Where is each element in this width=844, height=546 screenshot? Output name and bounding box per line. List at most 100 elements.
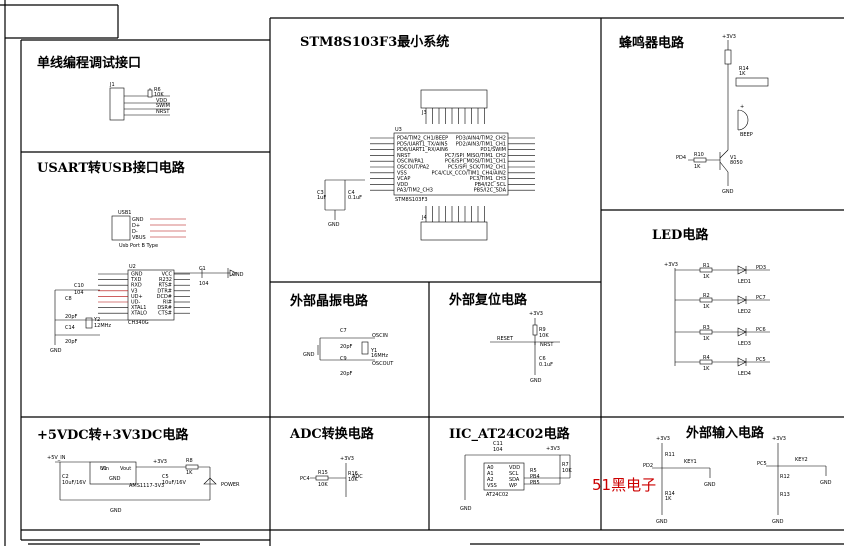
usart-circuit: USB1 GND D+ D- VBUS Usb Port B Type U2 C… [50, 210, 244, 354]
resistor-value: 1K [703, 274, 710, 280]
crystal-circuit: C7 20pF C9 20pF Y1 16MHz OSCIN OSCOUT GN… [303, 328, 394, 377]
svg-text:R5: R5 [530, 468, 537, 474]
resistor-value: 1K [703, 336, 710, 342]
svg-text:PC5: PC5 [757, 461, 767, 467]
svg-text:R14: R14 [665, 491, 675, 497]
svg-text:GND: GND [722, 189, 734, 195]
svg-text:Vout: Vout [120, 466, 131, 472]
svg-text:R9: R9 [539, 327, 546, 333]
pin-label: PC3/TIM1_CH3 [470, 176, 506, 182]
led-label: LED1 [738, 279, 751, 285]
svg-text:A0: A0 [487, 465, 494, 471]
svg-text:VBUS: VBUS [132, 235, 146, 241]
svg-text:10K: 10K [539, 333, 549, 339]
pin-label: PC7/SPI_MISO/TIM1_CH2 [445, 153, 506, 159]
led-icon [737, 295, 747, 305]
svg-text:CH340G: CH340G [128, 320, 149, 326]
svg-text:R14: R14 [739, 66, 749, 72]
svg-text:10K: 10K [562, 468, 572, 474]
single-wire-circuit: J1 R6 10K VDD SWIM NRST [109, 82, 170, 121]
svg-text:R6: R6 [154, 87, 161, 93]
led-icon [737, 327, 747, 337]
svg-text:10K: 10K [318, 482, 328, 488]
svg-text:0.1uF: 0.1uF [539, 362, 553, 368]
svg-text:16MHz: 16MHz [371, 353, 388, 359]
svg-text:V1: V1 [730, 155, 737, 161]
svg-text:NRST: NRST [156, 109, 170, 115]
svg-text:1uF: 1uF [317, 195, 326, 201]
svg-text:AMS1117-3V3: AMS1117-3V3 [129, 483, 164, 489]
pin-label: PD2/AIN3/TIM1_CH1 [456, 141, 506, 147]
svg-text:GND: GND [460, 506, 472, 512]
pin-label: PC5/SPI_SCK/TIM2_CH1 [448, 165, 506, 171]
pin-label: RI# [163, 300, 172, 306]
title-power: +5VDC转+3V3DC电路 [37, 427, 189, 443]
title-adc: ADC转换电路 [289, 426, 375, 442]
svg-text:C7: C7 [340, 328, 347, 334]
svg-text:8050: 8050 [730, 160, 743, 166]
svg-text:POWER: POWER [221, 482, 240, 488]
svg-text:WP: WP [509, 483, 517, 489]
svg-text:C4: C4 [348, 190, 355, 196]
pin-label: CTS# [158, 311, 172, 317]
pin-label: TXD [130, 277, 141, 283]
svg-text:Y1: Y1 [370, 348, 377, 354]
svg-text:+3V3: +3V3 [529, 311, 543, 317]
resistor [699, 297, 713, 303]
title-led: LED电路 [652, 227, 709, 243]
iic-circuit: C11 104 +3V3 A0 A1 A2 VSS VDD SCL SDA WP… [460, 441, 572, 512]
svg-text:C11: C11 [493, 441, 503, 447]
svg-text:VDD: VDD [156, 98, 167, 104]
pin-label: PD1/SWIM [480, 147, 506, 153]
svg-text:PB4: PB4 [530, 474, 540, 480]
resistor-label: R1 [703, 263, 710, 269]
svg-text:1K: 1K [665, 496, 672, 502]
svg-text:+3V3: +3V3 [664, 262, 678, 268]
pin-label: VSS [397, 170, 407, 176]
svg-text:R16: R16 [348, 471, 358, 477]
pin-label: PD6/UART1_RX/AIN6 [397, 147, 448, 153]
title-reset: 外部复位电路 [448, 292, 528, 308]
svg-text:C10: C10 [74, 283, 84, 289]
svg-text:+3V3: +3V3 [546, 446, 560, 452]
svg-text:Vin: Vin [101, 466, 109, 472]
pin-label: PA3/TIM2_CH3 [397, 188, 433, 194]
svg-text:KEY1: KEY1 [684, 459, 697, 465]
svg-text:C8: C8 [65, 296, 72, 302]
pin-label: V3 [131, 288, 138, 294]
svg-text:C1: C1 [199, 266, 206, 272]
pin-label: PD4/TIM2_CH1/BEEP [397, 136, 448, 142]
svg-text:12MHz: 12MHz [94, 323, 111, 329]
svg-text:U2: U2 [129, 264, 136, 270]
pin-label: PC6/SPI_MOSI/TIM1_CH1 [445, 159, 506, 165]
svg-text:NRST: NRST [540, 342, 554, 348]
svg-text:SCL: SCL [509, 471, 519, 477]
net-label: PD3 [756, 265, 766, 271]
svg-text:PB5: PB5 [530, 480, 540, 486]
svg-text:+3V3: +3V3 [722, 34, 736, 40]
led-icon [737, 265, 747, 275]
svg-text:SWIM: SWIM [156, 103, 170, 109]
svg-text:GND: GND [110, 508, 122, 514]
pin-label: XTAL1 [131, 305, 146, 311]
svg-text:GND: GND [656, 519, 668, 525]
svg-text:20pF: 20pF [65, 339, 78, 345]
pin-label: UD- [131, 300, 141, 306]
net-label: PC7 [756, 295, 766, 301]
svg-text:+5V_IN: +5V_IN [47, 455, 66, 461]
led-icon [737, 357, 747, 367]
svg-text:GND: GND [328, 222, 340, 228]
svg-text:1K: 1K [694, 164, 701, 170]
pin-label: VCC [162, 272, 173, 278]
svg-text:OSCIN: OSCIN [372, 333, 388, 339]
svg-text:PC4: PC4 [300, 476, 310, 482]
svg-text:OSCOUT: OSCOUT [372, 361, 394, 367]
svg-text:D-: D- [132, 229, 138, 235]
net-label: PC5 [756, 357, 766, 363]
input-circuit: +3V3 PD2 KEY1 GND R11 R14 1K GND +3V3 PC… [643, 436, 832, 525]
svg-text:+: + [740, 104, 744, 110]
pin-label: UD+ [131, 294, 143, 300]
svg-text:VDD: VDD [509, 465, 520, 471]
led-circuit: +3V3 R11KLED1PD3R21KLED2PC7R31KLED3PC6R4… [664, 262, 770, 377]
title-crystal: 外部晶振电路 [289, 293, 369, 309]
